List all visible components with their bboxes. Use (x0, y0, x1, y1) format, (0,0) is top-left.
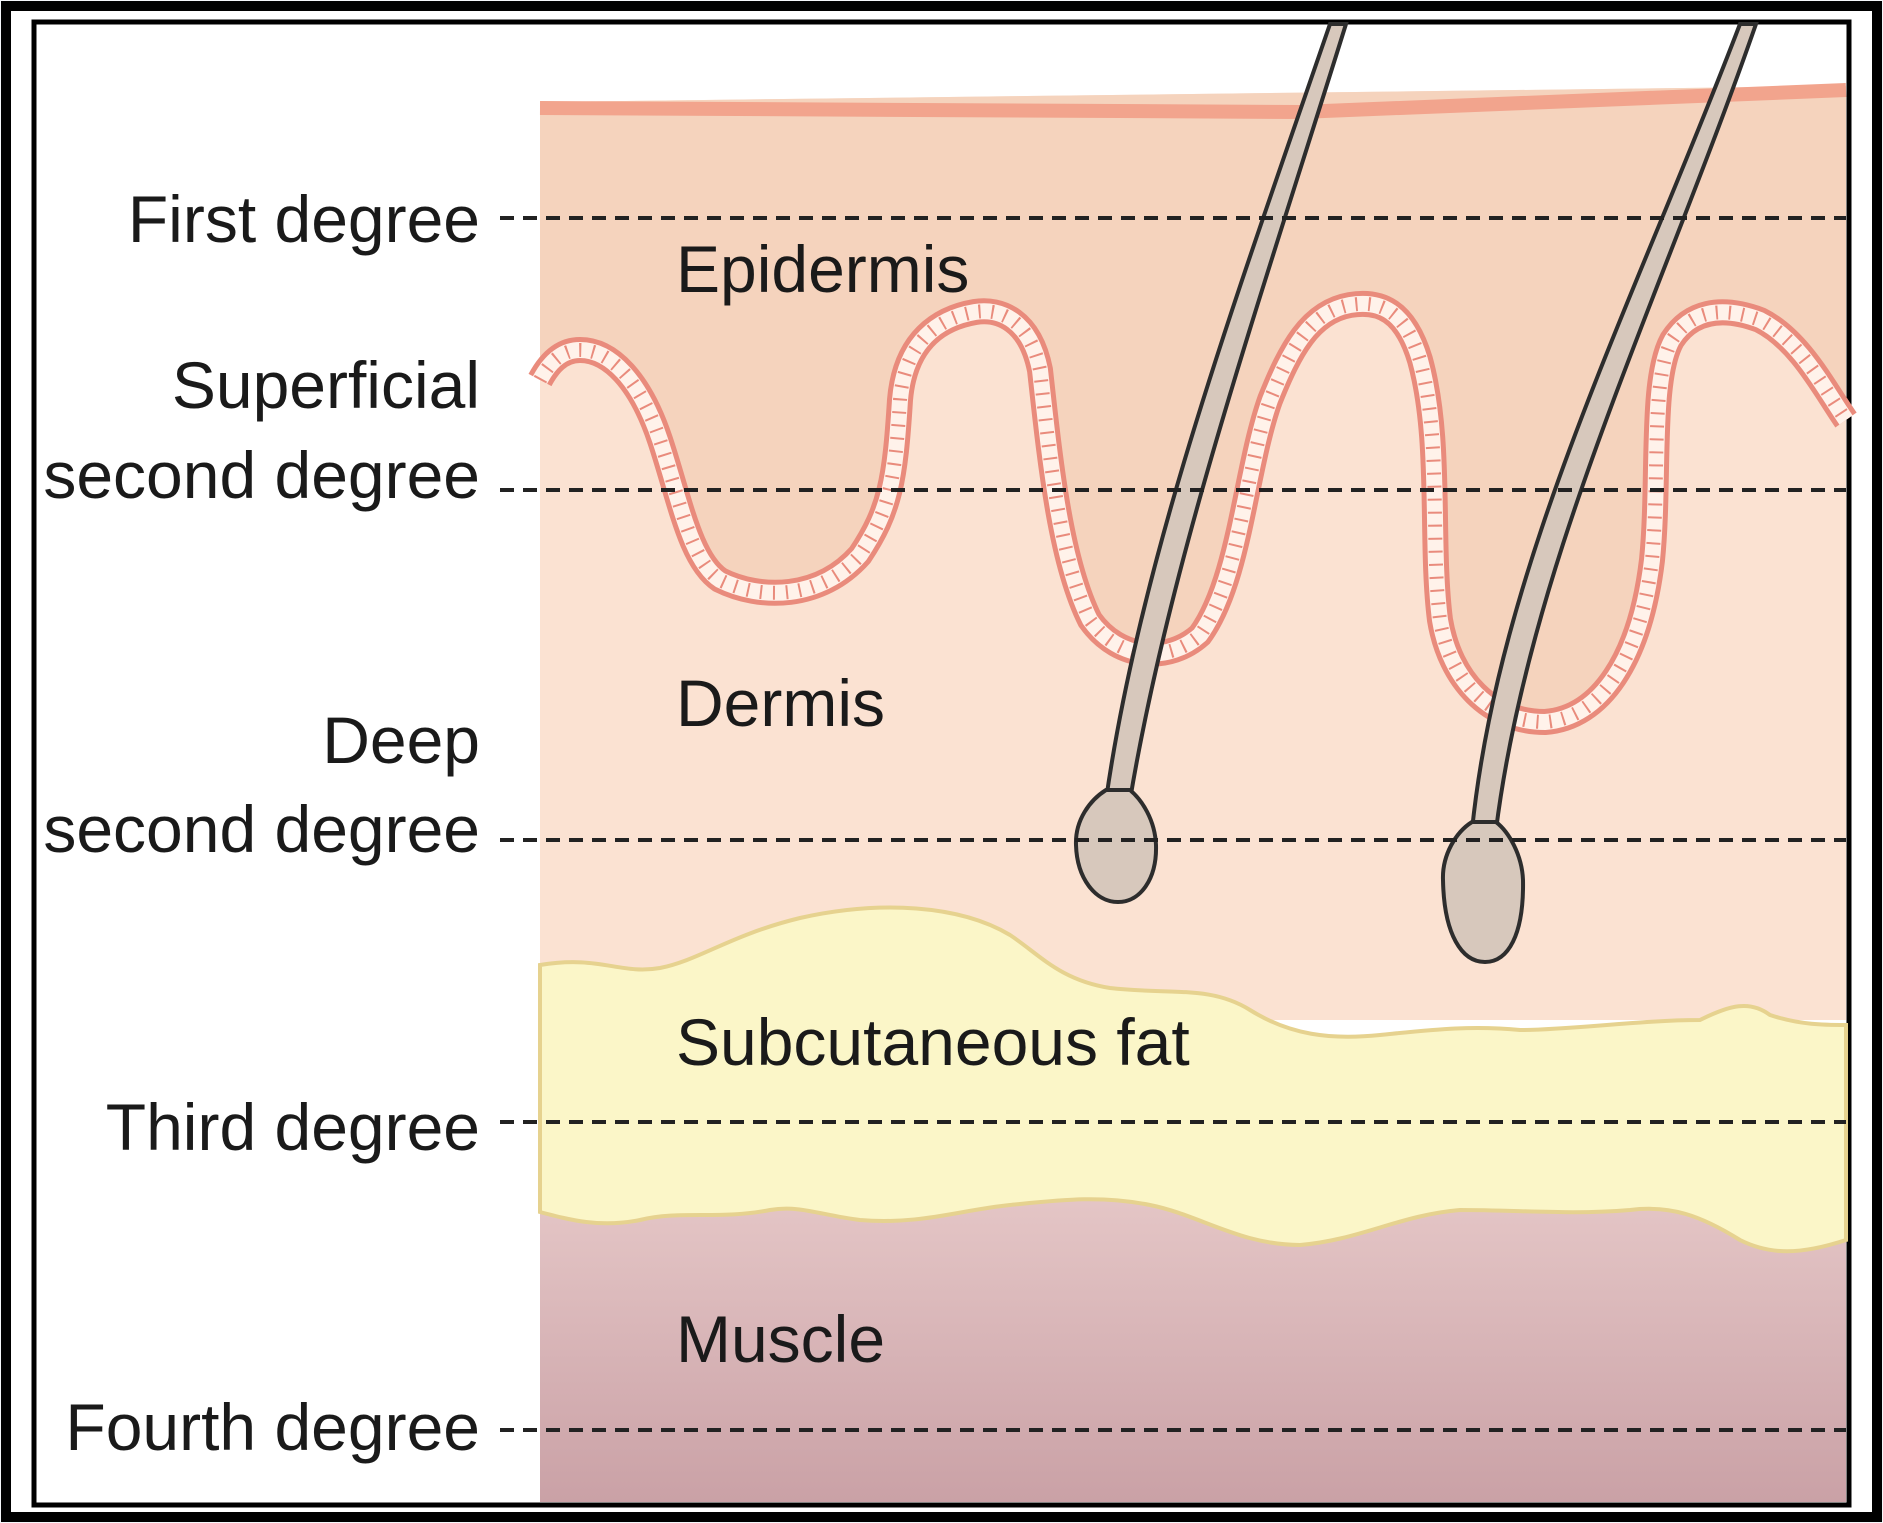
deep-label: Deep (322, 703, 480, 777)
hair-bulb-left (1076, 790, 1156, 902)
first-degree-label: First degree (128, 182, 480, 256)
hair-bulb-right (1443, 822, 1523, 962)
superficial-second-degree-label: second degree (43, 438, 480, 512)
deep-second-degree-label: second degree (43, 792, 480, 866)
subcutaneous-fat-label: Subcutaneous fat (676, 1005, 1190, 1079)
fourth-degree-label: Fourth degree (65, 1390, 480, 1464)
third-degree-label: Third degree (106, 1090, 480, 1164)
muscle-label: Muscle (676, 1302, 885, 1376)
epidermis-label: Epidermis (676, 232, 969, 306)
dermis-label: Dermis (676, 666, 885, 740)
superficial-label: Superficial (172, 348, 480, 422)
